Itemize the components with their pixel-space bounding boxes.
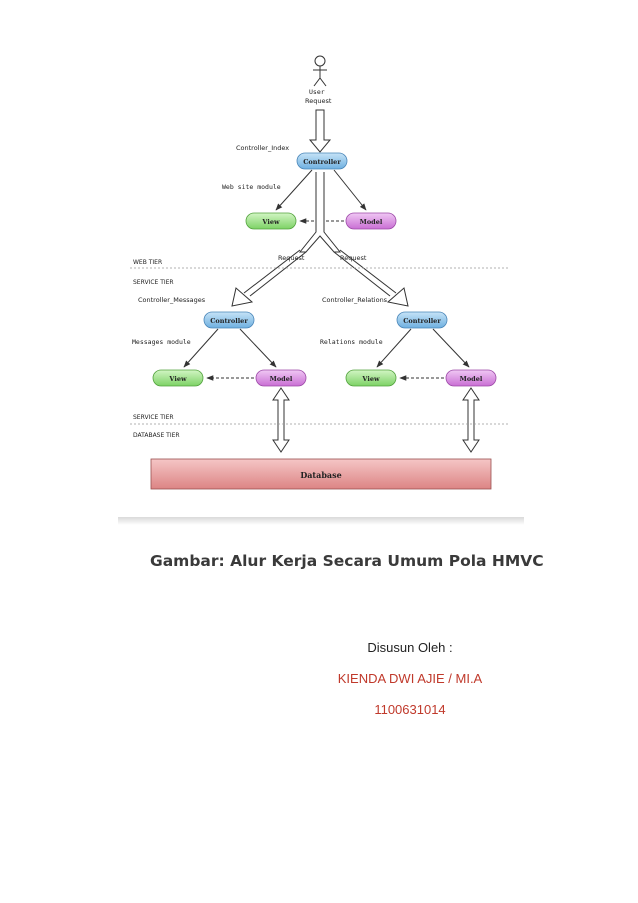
controller-messages-node: Controller xyxy=(203,311,255,329)
user-figure-icon xyxy=(313,55,327,87)
figure-caption: Gambar: Alur Kerja Secara Umum Pola HMVC xyxy=(150,552,544,570)
author-label: Disusun Oleh : xyxy=(367,640,453,655)
svg-text:Controller: Controller xyxy=(403,317,441,325)
view-node-top: View xyxy=(245,212,297,230)
web-site-module-label: Web site module xyxy=(222,183,281,191)
user-request-arrow xyxy=(308,109,332,153)
view-node-messages: View xyxy=(152,369,204,387)
service-tier-top-label: SERVICE TIER xyxy=(133,279,174,286)
svg-text:View: View xyxy=(261,218,280,226)
split-request-arrows xyxy=(298,172,342,253)
controller-relations-node: Controller xyxy=(396,311,448,329)
web-tier-label: WEB TIER xyxy=(133,259,162,266)
hmvc-diagram: User Request Controller_Index Controller… xyxy=(118,55,524,525)
controller-relations-label: Controller_Relations xyxy=(322,296,388,304)
relations-db-arrow xyxy=(462,387,480,453)
svg-text:Controller: Controller xyxy=(210,317,248,325)
author-block: Disusun Oleh : KIENDA DWI AJIE / MI.A 11… xyxy=(300,640,520,717)
relations-module-label: Relations module xyxy=(320,338,383,346)
svg-text:Database: Database xyxy=(300,470,341,480)
service-tier-bottom-label: SERVICE TIER xyxy=(133,414,174,421)
request-top-label: Request xyxy=(305,97,332,105)
svg-text:Model: Model xyxy=(460,375,483,383)
svg-text:Controller: Controller xyxy=(303,158,341,166)
controller-index-label: Controller_Index xyxy=(236,144,289,152)
svg-text:View: View xyxy=(168,375,187,383)
view-node-relations: View xyxy=(345,369,397,387)
request-right-label: Request xyxy=(340,254,367,262)
database-tier-label: DATABASE TIER xyxy=(133,432,180,439)
database-node: Database xyxy=(150,458,492,490)
model-node-top: Model xyxy=(345,212,397,230)
model-node-relations: Model xyxy=(445,369,497,387)
controller-index-node: Controller xyxy=(296,152,348,170)
controller-messages-label: Controller_Messages xyxy=(138,296,206,304)
svg-text:Model: Model xyxy=(360,218,383,226)
author-id: 1100631014 xyxy=(374,702,446,717)
user-label: User xyxy=(309,88,325,96)
svg-text:View: View xyxy=(361,375,380,383)
request-left-label: Request xyxy=(278,254,305,262)
svg-text:Model: Model xyxy=(270,375,293,383)
model-node-messages: Model xyxy=(255,369,307,387)
author-name: KIENDA DWI AJIE / MI.A xyxy=(337,671,483,686)
messages-db-arrow xyxy=(272,387,290,453)
messages-module-label: Messages module xyxy=(132,338,191,346)
